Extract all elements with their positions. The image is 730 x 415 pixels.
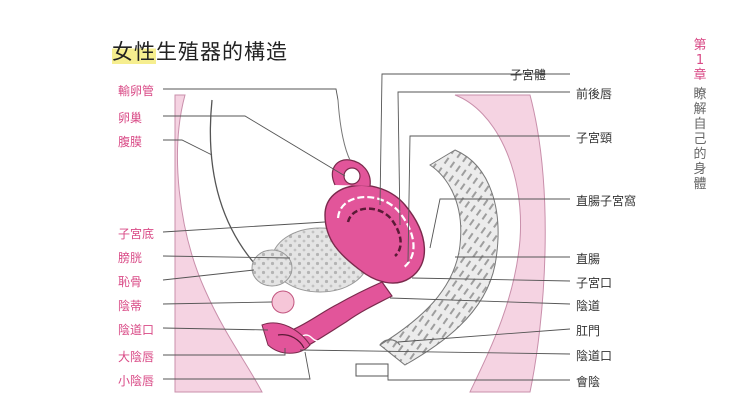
peritoneum [210, 100, 265, 275]
label-vaginal-opening: 陰道口 [118, 321, 154, 338]
label-ovary: 卵巢 [118, 109, 142, 126]
label-fundus: 子宮底 [118, 225, 154, 242]
perineum-marker [356, 364, 388, 376]
vagina [292, 282, 392, 350]
label-perineum: 會陰 [576, 373, 600, 390]
label-cervical-lips: 前後唇 [576, 85, 612, 102]
label-cervix: 子宮頸 [576, 129, 612, 146]
label-clitoris: 陰蒂 [118, 297, 142, 314]
label-peritoneum: 腹膜 [118, 133, 142, 150]
abdominal-wall [175, 95, 262, 392]
label-labia-majora: 大陰唇 [118, 348, 154, 365]
label-vagina: 陰道 [576, 297, 600, 314]
label-fallopian-tube: 輸卵管 [118, 82, 154, 99]
label-vaginal-opening-right: 陰道口 [576, 347, 612, 364]
pubic-bone [252, 250, 292, 286]
label-anus: 肛門 [576, 322, 600, 339]
label-bladder: 膀胱 [118, 249, 142, 266]
label-pubic-bone: 恥骨 [118, 273, 142, 290]
label-labia-minora: 小陰唇 [118, 372, 154, 389]
ligament [338, 100, 350, 160]
label-rectouterine-pouch: 直腸子宮窩 [576, 192, 636, 209]
clitoris [272, 291, 294, 313]
label-uterine-body: 子宮體 [510, 66, 546, 83]
label-rectum: 直腸 [576, 250, 600, 267]
label-cervical-os: 子宮口 [576, 274, 612, 291]
ovary [344, 168, 360, 184]
